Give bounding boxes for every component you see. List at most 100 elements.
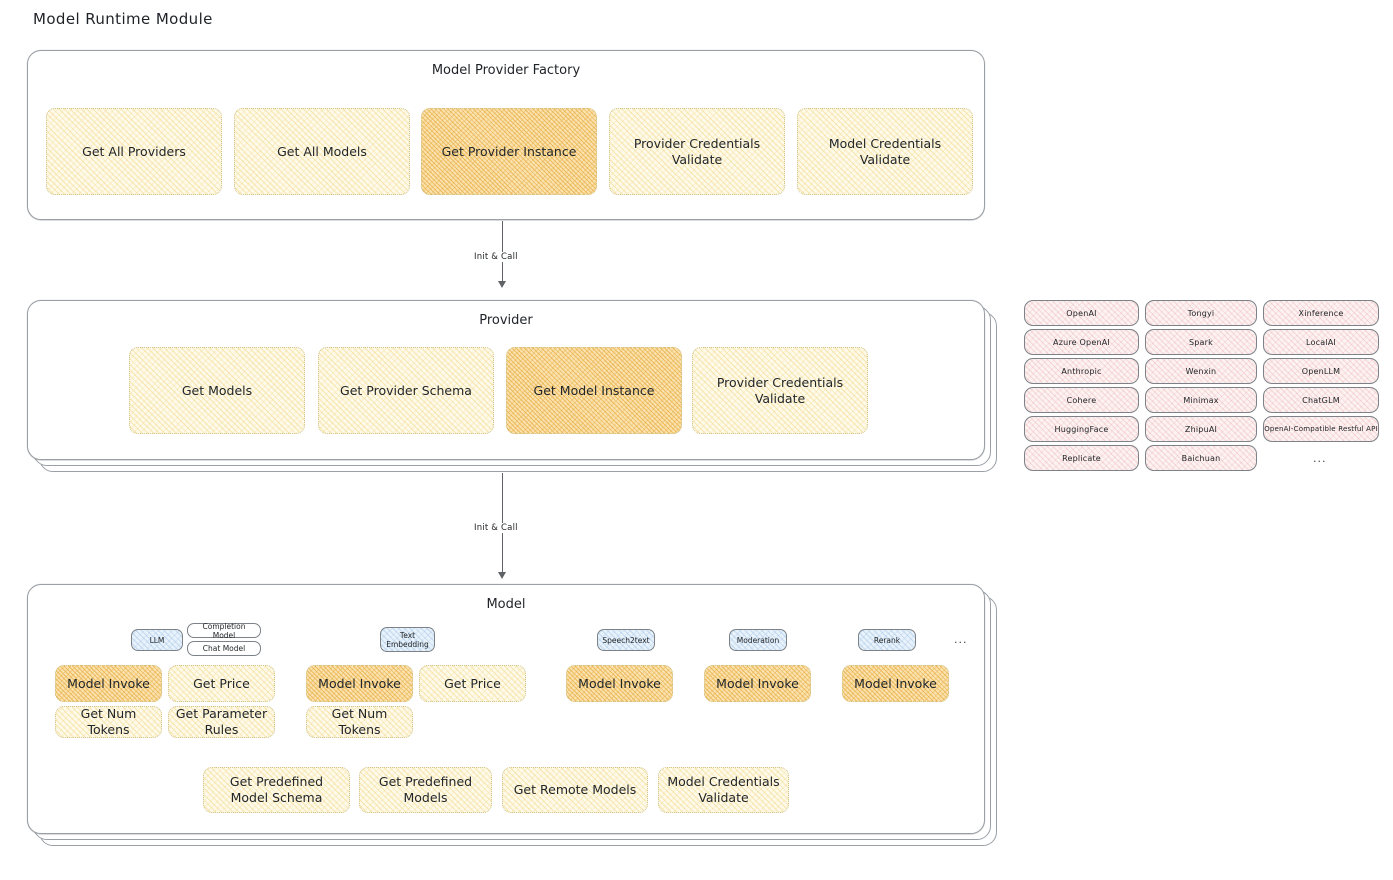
provider-chip-label: Cohere [1066, 395, 1097, 405]
llm-method-get-num-tokens[interactable]: Get Num Tokens [55, 706, 162, 738]
model-type-badge-label: Speech2text [602, 635, 650, 645]
provider-chip-label: HuggingFace [1054, 424, 1109, 434]
model-sub-badge-label: Chat Model [202, 644, 246, 653]
arrow-factory-to-provider-label: Init & Call [471, 252, 521, 262]
provider-chip-huggingface[interactable]: HuggingFace [1024, 416, 1139, 442]
factory-item-get-all-models[interactable]: Get All Models [234, 108, 410, 195]
arrow-factory-to-provider-head [498, 281, 506, 288]
model-common-get-remote-models[interactable]: Get Remote Models [502, 767, 648, 813]
provider-chip-anthropic[interactable]: Anthropic [1024, 358, 1139, 384]
text-embedding-method-label: Model Invoke [318, 675, 401, 691]
model-title: Model [486, 597, 526, 612]
provider-chip-label: Baichuan [1181, 453, 1221, 463]
factory-item-label: Provider Credentials Validate [633, 135, 761, 167]
model-type-badge-label: Moderation [736, 635, 780, 645]
llm-method-get-parameter-rules[interactable]: Get Parameter Rules [168, 706, 275, 738]
model-provider-factory-title: Model Provider Factory [431, 63, 581, 78]
provider-chip-baichuan[interactable]: Baichuan [1145, 445, 1257, 471]
arrow-provider-to-model-label: Init & Call [471, 523, 521, 533]
model-common-label: Get Predefined Models [378, 774, 473, 805]
provider-chip-openllm[interactable]: OpenLLM [1263, 358, 1379, 384]
model-common-get-predefined-models[interactable]: Get Predefined Models [359, 767, 492, 813]
moderation-method-label: Model Invoke [716, 675, 799, 691]
text-embedding-method-model-invoke[interactable]: Model Invoke [306, 665, 413, 702]
provider-chip-label: Wenxin [1185, 366, 1217, 376]
rerank-method-label: Model Invoke [854, 675, 937, 691]
text-embedding-method-label: Get Price [444, 675, 501, 691]
provider-item-label: Get Model Instance [533, 382, 655, 398]
speech2text-method-label: Model Invoke [578, 675, 661, 691]
provider-chip-label: OpenLLM [1301, 366, 1341, 376]
provider-chip-label: OpenAI [1066, 308, 1097, 318]
provider-chip-azure-openai[interactable]: Azure OpenAI [1024, 329, 1139, 355]
provider-item-get-models[interactable]: Get Models [129, 347, 305, 434]
provider-chip-zhipuai[interactable]: ZhipuAI [1145, 416, 1257, 442]
provider-chip-openai-compatible-restful-api[interactable]: OpenAI-Compatible Restful API [1263, 416, 1379, 442]
factory-item-get-all-providers[interactable]: Get All Providers [46, 108, 222, 195]
provider-chip-label: Xinference [1298, 308, 1344, 318]
model-container: Model LLM Completion Model Chat Model Mo… [27, 584, 985, 834]
provider-chip-tongyi[interactable]: Tongyi [1145, 300, 1257, 326]
model-type-badge-rerank[interactable]: Rerank [858, 629, 916, 651]
model-type-badge-label: Text Embedding [386, 630, 429, 649]
provider-chip-label: ZhipuAI [1184, 424, 1218, 434]
text-embedding-method-get-price[interactable]: Get Price [419, 665, 526, 702]
factory-item-label: Get All Models [277, 143, 367, 159]
provider-chip-chatglm[interactable]: ChatGLM [1263, 387, 1379, 413]
provider-chip-label: Spark [1189, 337, 1213, 347]
provider-chip-label: Azure OpenAI [1053, 337, 1110, 347]
factory-item-label: Get Provider Instance [441, 143, 577, 159]
provider-chip-cohere[interactable]: Cohere [1024, 387, 1139, 413]
provider-chip-label: ChatGLM [1302, 395, 1340, 405]
provider-chip-label: OpenAI-Compatible Restful API [1264, 425, 1378, 433]
provider-chip-minimax[interactable]: Minimax [1145, 387, 1257, 413]
model-type-badge-llm[interactable]: LLM [131, 629, 183, 651]
provider-item-get-provider-schema[interactable]: Get Provider Schema [318, 347, 494, 434]
model-type-badge-text-embedding[interactable]: Text Embedding [380, 627, 435, 652]
model-sub-badge-label: Completion Model [202, 621, 246, 640]
provider-item-get-model-instance[interactable]: Get Model Instance [506, 347, 682, 434]
provider-chip-label: LocalAI [1306, 337, 1336, 347]
model-common-get-predefined-model-schema[interactable]: Get Predefined Model Schema [203, 767, 350, 813]
factory-item-model-credentials-validate[interactable]: Model Credentials Validate [797, 108, 973, 195]
provider-chip-openai[interactable]: OpenAI [1024, 300, 1139, 326]
provider-chip-label: Tongyi [1187, 308, 1215, 318]
speech2text-method-model-invoke[interactable]: Model Invoke [566, 665, 673, 702]
model-common-model-credentials-validate[interactable]: Model Credentials Validate [658, 767, 789, 813]
llm-method-label: Model Invoke [67, 675, 150, 691]
provider-chip-localai[interactable]: LocalAI [1263, 329, 1379, 355]
provider-chip-label: Minimax [1183, 395, 1219, 405]
model-type-badge-label: LLM [149, 635, 165, 645]
provider-chip-replicate[interactable]: Replicate [1024, 445, 1139, 471]
llm-method-label: Get Price [193, 675, 250, 691]
llm-method-label: Get Num Tokens [80, 706, 137, 737]
provider-list-more: ... [1313, 452, 1327, 465]
page-title: Model Runtime Module [33, 10, 213, 28]
provider-chip-xinference[interactable]: Xinference [1263, 300, 1379, 326]
model-type-badge-label: Rerank [873, 635, 901, 645]
moderation-method-model-invoke[interactable]: Model Invoke [704, 665, 811, 702]
model-sub-badge-chat-model[interactable]: Chat Model [187, 641, 261, 656]
arrow-provider-to-model-head [498, 572, 506, 579]
provider-title: Provider [479, 313, 533, 328]
text-embedding-method-label: Get Num Tokens [331, 706, 388, 737]
factory-item-label: Model Credentials Validate [828, 135, 942, 167]
rerank-method-model-invoke[interactable]: Model Invoke [842, 665, 949, 702]
model-common-label: Get Predefined Model Schema [229, 774, 324, 805]
model-type-badge-speech2text[interactable]: Speech2text [597, 629, 655, 651]
llm-method-get-price[interactable]: Get Price [168, 665, 275, 702]
factory-item-provider-credentials-validate[interactable]: Provider Credentials Validate [609, 108, 785, 195]
factory-item-label: Get All Providers [82, 143, 186, 159]
provider-item-label: Provider Credentials Validate [716, 374, 844, 406]
provider-chip-wenxin[interactable]: Wenxin [1145, 358, 1257, 384]
provider-chip-spark[interactable]: Spark [1145, 329, 1257, 355]
text-embedding-method-get-num-tokens[interactable]: Get Num Tokens [306, 706, 413, 738]
provider-item-label: Get Models [181, 382, 253, 398]
model-common-label: Get Remote Models [513, 782, 637, 798]
model-sub-badge-completion-model[interactable]: Completion Model [187, 621, 261, 640]
provider-item-label: Get Provider Schema [340, 382, 472, 398]
llm-method-model-invoke[interactable]: Model Invoke [55, 665, 162, 702]
factory-item-get-provider-instance[interactable]: Get Provider Instance [421, 108, 597, 195]
model-type-badge-moderation[interactable]: Moderation [729, 629, 787, 651]
provider-item-provider-credentials-validate[interactable]: Provider Credentials Validate [692, 347, 868, 434]
